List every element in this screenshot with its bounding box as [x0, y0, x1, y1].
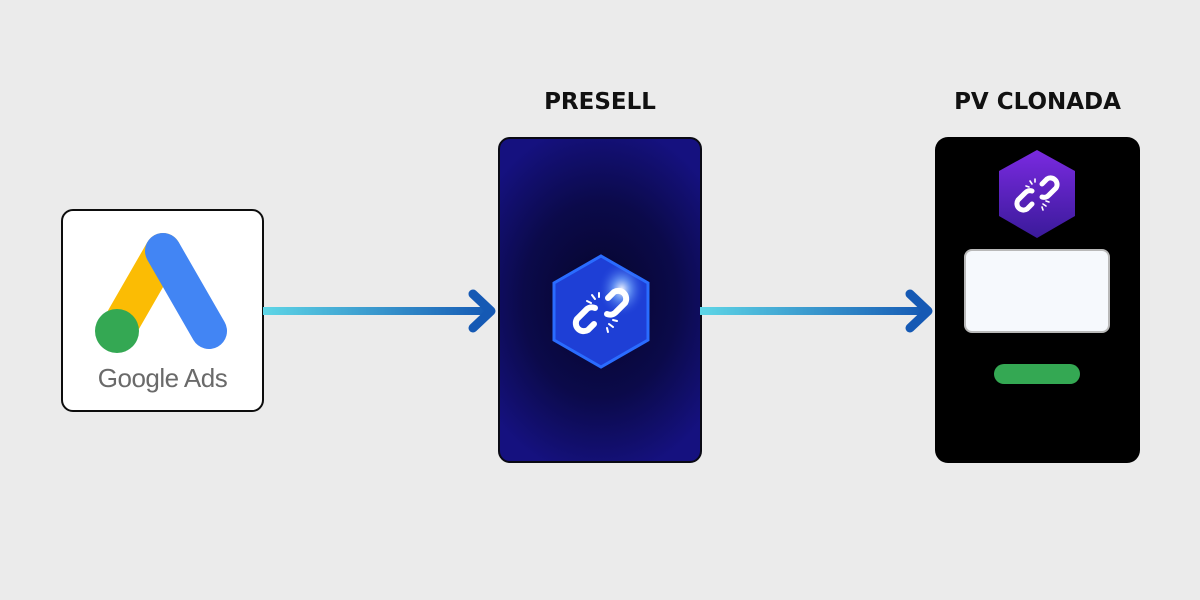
google-ads-logo-icon	[95, 233, 227, 353]
flow-arrow-1-icon	[263, 289, 496, 333]
flow-arrow-2-icon	[700, 289, 933, 333]
google-ads-label: Google Ads	[97, 363, 228, 393]
broken-link-hex-icon	[999, 150, 1075, 238]
pv-content-box	[964, 249, 1110, 333]
presell-title: PRESELL	[544, 89, 656, 115]
google-ads-card: Google Ads	[61, 209, 264, 412]
broken-link-hex-icon	[552, 254, 650, 369]
presell-card	[498, 137, 702, 463]
pv-clonada-card	[935, 137, 1140, 463]
pv-cta-button[interactable]	[994, 364, 1080, 384]
pv-clonada-title: PV CLONADA	[954, 89, 1121, 115]
